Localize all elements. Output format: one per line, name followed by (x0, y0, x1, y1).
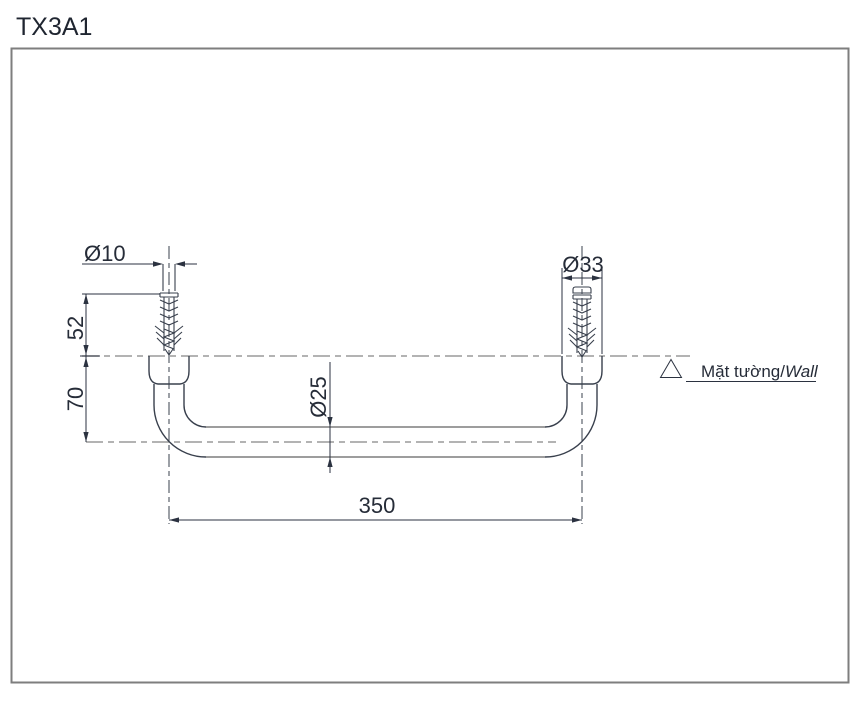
dim-flange-diameter: Ø33 (562, 252, 604, 277)
arrow-icon (592, 275, 602, 281)
right-elbow-outer (544, 384, 598, 458)
right-elbow-inner (544, 384, 568, 428)
arrow-icon (175, 261, 185, 267)
dim-bar-length: 350 (359, 493, 396, 518)
arrow-icon (83, 357, 89, 367)
wall-surface-triangle-icon (659, 358, 683, 378)
right-screw-head (572, 286, 592, 294)
left-screw-shaft (162, 264, 176, 291)
wall-surface-label: Mặt tường/Wall (701, 362, 819, 381)
arrow-icon (169, 517, 179, 523)
arrow-icon (562, 275, 572, 281)
wall-surface-label-en: Wall (785, 362, 819, 381)
left-elbow-inner (183, 384, 207, 428)
dim-bar-diameter: Ø25 (306, 376, 331, 418)
wall-surface-label-vi: Mặt tường/ (701, 362, 785, 381)
left-flange (148, 356, 190, 385)
page-title: TX3A1 (16, 13, 92, 41)
right-flange (561, 356, 603, 385)
arrow-icon (327, 457, 333, 467)
arrow-icon (83, 345, 89, 355)
left-elbow-outer (153, 384, 207, 458)
arrow-icon (83, 432, 89, 442)
arrow-icon (572, 517, 582, 523)
dim-screw-diameter: Ø10 (84, 241, 126, 266)
drawing-frame (10, 47, 850, 684)
arrow-icon (83, 294, 89, 304)
dim-wall-offset: 70 (63, 387, 88, 411)
arrow-icon (327, 417, 333, 427)
arrow-icon (153, 261, 163, 267)
dim-anchor-depth: 52 (63, 316, 88, 340)
